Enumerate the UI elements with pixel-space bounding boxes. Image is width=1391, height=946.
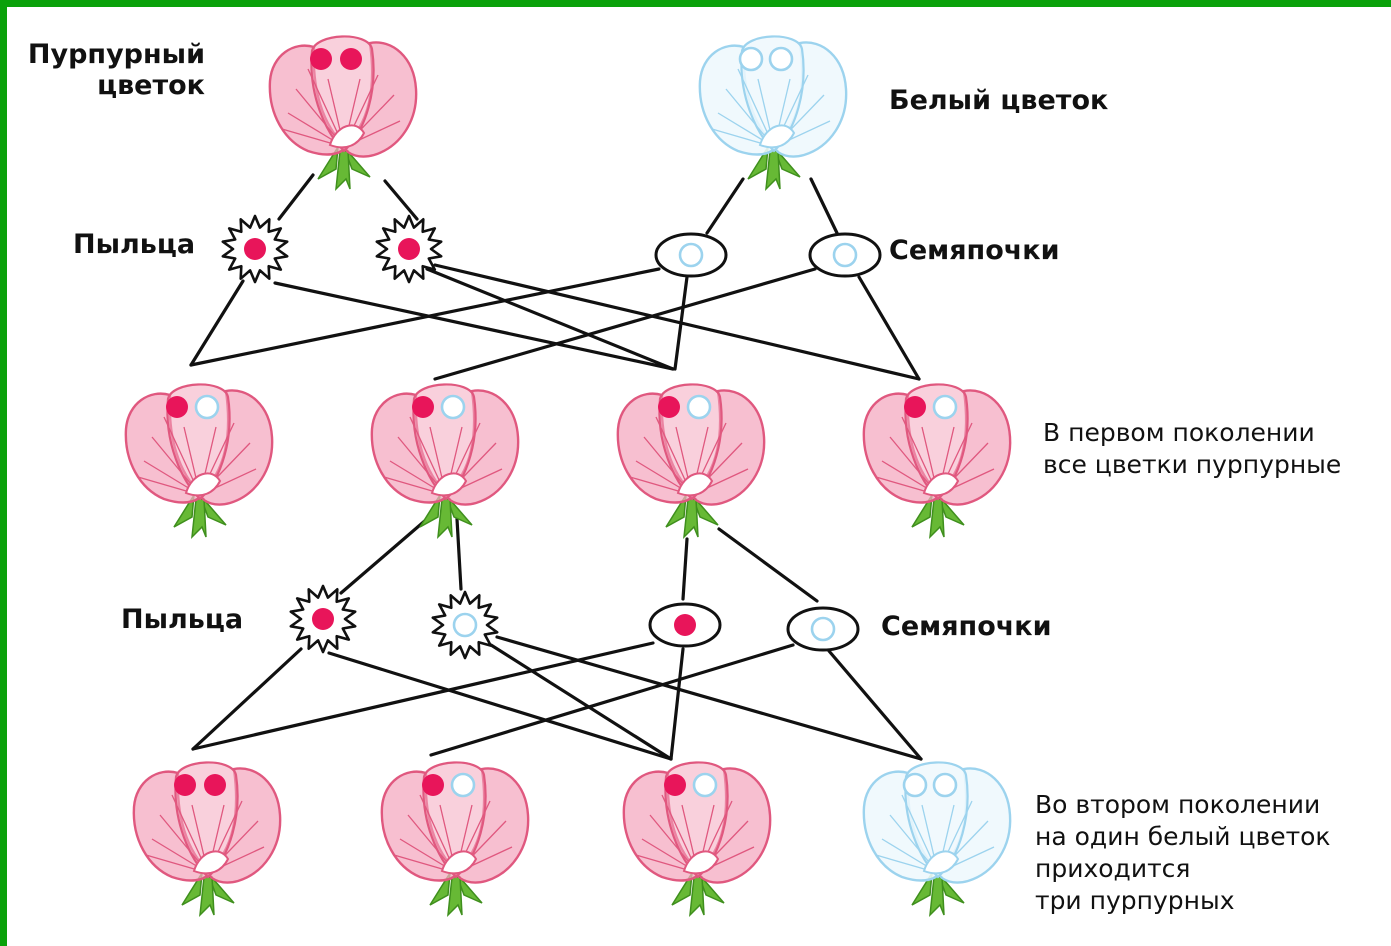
allele-dot (740, 48, 762, 70)
allele-dot (244, 238, 266, 260)
label-pollen-top: Пыльца (73, 229, 195, 260)
allele-dot (340, 48, 362, 70)
line-f1c-to-ovule-4 (719, 529, 817, 601)
allele-dot (452, 774, 474, 796)
f2-flower-3 (624, 762, 770, 915)
line-parent-to-ovule-2 (811, 179, 837, 233)
f2-flower-4 (864, 762, 1010, 915)
allele-dot (680, 244, 702, 266)
line-parent-to-ovule-1 (707, 179, 743, 233)
line-pollen4-to-f2d (497, 637, 921, 759)
allele-dot (166, 396, 188, 418)
diagram-frame: Пурпурный цветок Белый цветок Пыльца Сем… (7, 7, 1391, 946)
allele-dot (770, 48, 792, 70)
line-ovule3-to-f2c (671, 649, 683, 759)
ovule-2 (810, 234, 880, 276)
label-ovules-mid: Семяпочки (881, 611, 1052, 642)
line-ovule4-to-f2d (829, 651, 921, 759)
line-ovule2-to-f1d (859, 277, 919, 379)
allele-dot (812, 618, 834, 640)
line-parent-to-pollen-1 (279, 175, 313, 219)
pollen-grain-1 (223, 216, 287, 282)
label-pollen-mid: Пыльца (121, 604, 243, 635)
allele-dot (312, 608, 334, 630)
pollen-grain-3 (291, 586, 355, 652)
line-pollen1-to-f1a (191, 281, 243, 365)
line-f1b-to-pollen-3 (341, 519, 427, 593)
allele-dot (664, 774, 686, 796)
ovule-3 (650, 604, 720, 646)
ovule-4 (788, 608, 858, 650)
allele-dot (934, 774, 956, 796)
parent-purple-flower (270, 36, 416, 189)
note-generation-1-line2: все цветки пурпурные (1043, 449, 1341, 481)
allele-dot (398, 238, 420, 260)
note-generation-1: В первом поколении все цветки пурпурные (1043, 417, 1341, 481)
allele-dot (674, 614, 696, 636)
note-generation-2-line1: Во втором поколении (1035, 789, 1331, 821)
line-pollen2-to-f1c (427, 269, 673, 369)
allele-dot (412, 396, 434, 418)
allele-dot (694, 774, 716, 796)
allele-dot (174, 774, 196, 796)
pollen-grain-4 (433, 592, 497, 658)
note-generation-2-line4: три пурпурных (1035, 885, 1331, 917)
label-purple-flower-line2: цветок (17, 70, 205, 101)
note-generation-2-line2: на один белый цветок (1035, 821, 1331, 853)
line-ovule2-to-f1b (435, 269, 815, 379)
ovule-1 (656, 234, 726, 276)
f2-flower-1 (134, 762, 280, 915)
note-generation-1-line1: В первом поколении (1043, 417, 1341, 449)
line-f1c-to-ovule-3 (683, 539, 687, 599)
label-white-flower: Белый цветок (889, 85, 1108, 116)
allele-dot (422, 774, 444, 796)
f1-flower-1 (126, 384, 272, 537)
allele-dot (442, 396, 464, 418)
allele-dot (904, 774, 926, 796)
line-parent-to-pollen-2 (385, 181, 417, 219)
allele-dot (658, 396, 680, 418)
allele-dot (196, 396, 218, 418)
diagram-nodes (126, 36, 1010, 915)
label-ovules-top: Семяпочки (889, 235, 1060, 266)
parent-white-flower (700, 36, 846, 189)
allele-dot (454, 614, 476, 636)
f1-flower-4 (864, 384, 1010, 537)
allele-dot (904, 396, 926, 418)
label-purple-flower: Пурпурный цветок (17, 39, 205, 101)
f2-flower-2 (382, 762, 528, 915)
note-generation-2: Во втором поколении на один белый цветок… (1035, 789, 1331, 917)
line-pollen3-to-f2a (193, 649, 301, 749)
allele-dot (310, 48, 332, 70)
allele-dot (204, 774, 226, 796)
f1-flower-2 (372, 384, 518, 537)
allele-dot (934, 396, 956, 418)
label-purple-flower-line1: Пурпурный (17, 39, 205, 70)
note-generation-2-line3: приходится (1035, 853, 1331, 885)
f1-flower-3 (618, 384, 764, 537)
allele-dot (834, 244, 856, 266)
allele-dot (688, 396, 710, 418)
line-f1b-to-pollen-4 (457, 519, 461, 589)
